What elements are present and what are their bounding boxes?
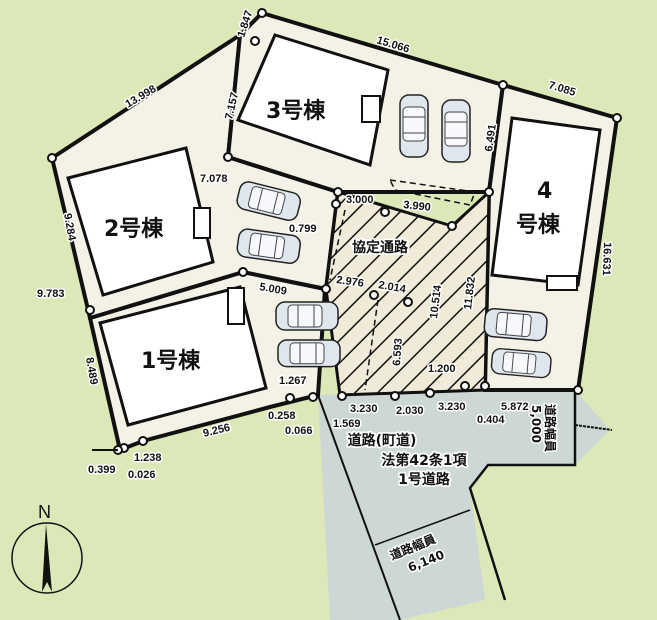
building-4-label-number: 4	[537, 179, 552, 204]
svg-text:0.404: 0.404	[477, 414, 505, 426]
svg-text:0.026: 0.026	[128, 469, 156, 481]
svg-text:8.489: 8.489	[83, 356, 100, 385]
svg-text:3.000: 3.000	[346, 194, 374, 206]
svg-text:1.200: 1.200	[428, 363, 456, 375]
building-1	[98, 285, 268, 427]
svg-text:7.085: 7.085	[547, 79, 577, 99]
road-width-label-a: 道路幅員	[543, 404, 558, 452]
building-3	[235, 33, 390, 167]
svg-text:6.491: 6.491	[483, 123, 499, 152]
svg-text:1.267: 1.267	[279, 375, 307, 387]
svg-text:10.514: 10.514	[428, 284, 444, 320]
public-road-label-3: 1号道路	[398, 471, 451, 488]
public-road	[317, 390, 613, 620]
agreement-road-label: 協定通路	[352, 239, 409, 256]
road-width-value-a: 5,000	[529, 405, 543, 443]
north-label: N	[38, 502, 51, 522]
svg-text:7.078: 7.078	[200, 173, 228, 185]
svg-text:0.066: 0.066	[285, 425, 313, 437]
svg-text:11.832: 11.832	[462, 276, 478, 310]
svg-text:6.593: 6.593	[391, 338, 405, 366]
svg-text:5.872: 5.872	[501, 401, 529, 413]
svg-text:3.230: 3.230	[438, 401, 466, 413]
north-arrow-icon: N	[11, 502, 83, 594]
svg-text:2.030: 2.030	[396, 405, 424, 417]
svg-text:3.990: 3.990	[403, 199, 432, 214]
public-road-label-1: 道路(町道)	[348, 432, 417, 449]
building-2-label: 2号棟	[104, 216, 164, 242]
svg-text:16.631: 16.631	[600, 242, 613, 276]
svg-text:0.258: 0.258	[268, 410, 296, 422]
public-road-label-2: 法第42条1項	[381, 452, 467, 469]
svg-text:0.799: 0.799	[289, 223, 317, 235]
svg-text:1.238: 1.238	[134, 452, 162, 464]
svg-text:1.569: 1.569	[333, 418, 361, 430]
svg-text:3.230: 3.230	[350, 403, 378, 415]
building-3-label: 3号棟	[266, 98, 326, 124]
building-1-label: 1号棟	[141, 348, 201, 374]
building-4-label-text: 号棟	[516, 212, 561, 238]
svg-text:0.399: 0.399	[88, 464, 116, 476]
boundary-markers	[47, 8, 622, 455]
svg-text:9.783: 9.783	[37, 288, 65, 300]
svg-text:2.976: 2.976	[336, 274, 365, 290]
balcony-icon	[193, 95, 578, 325]
building-2	[66, 146, 215, 297]
